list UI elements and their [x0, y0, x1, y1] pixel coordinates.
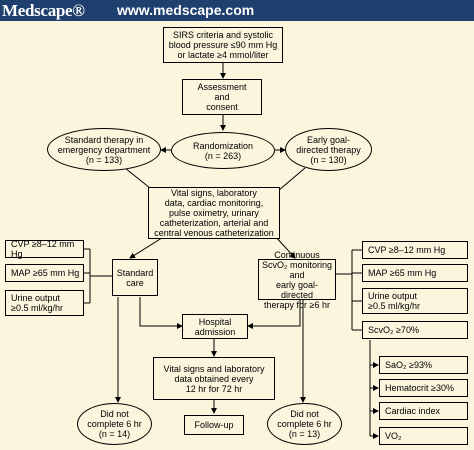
right-target-urine: Urine output ≥0.5 ml/kg/hr: [362, 288, 468, 314]
hospital-admission-box: Hospital admission: [182, 314, 248, 339]
randomization-node: Randomization (n = 263): [171, 132, 275, 169]
right-target-map: MAP ≥65 mm Hg: [362, 264, 468, 282]
continuous-scvo2-box: Continuous ScvO₂ monitoring and early go…: [258, 250, 336, 310]
factor-sao2: SaO₂ ≥93%: [379, 356, 468, 374]
left-target-cvp: CVP ≥8–12 mm Hg: [5, 239, 84, 259]
right-target-scvo2: ScvO₂ ≥70%: [362, 321, 468, 339]
left-target-urine: Urine output ≥0.5 ml/kg/hr: [5, 290, 84, 316]
factor-hematocrit: Hematocrit ≥30%: [379, 379, 468, 397]
medscape-logo: Medscape®: [2, 1, 85, 20]
standard-care-box: Standard care: [112, 259, 158, 296]
left-target-map: MAP ≥65 mm Hg: [5, 264, 84, 282]
early-goal-directed-node: Early goal- directed therapy (n = 130): [285, 128, 372, 171]
medscape-banner: Medscape® www.medscape.com: [0, 0, 474, 21]
site-url: www.medscape.com: [117, 2, 255, 18]
assessment-consent-box: Assessment and consent: [182, 79, 262, 115]
factor-cardiac-index: Cardiac index: [379, 402, 468, 420]
sirs-criteria-box: SIRS criteria and systolic blood pressur…: [163, 27, 283, 63]
vitals-72hr-box: Vital signs and laboratory data obtained…: [153, 357, 275, 400]
did-not-complete-right-node: Did not complete 6 hr (n = 13): [267, 403, 342, 445]
standard-therapy-node: Standard therapy in emergency department…: [47, 128, 161, 171]
did-not-complete-left-node: Did not complete 6 hr (n = 14): [77, 403, 152, 445]
vital-signs-box: Vital signs, laboratory data, cardiac mo…: [148, 187, 280, 239]
right-target-cvp: CVP ≥8–12 mm Hg: [362, 241, 468, 259]
factor-vo2: VO₂: [379, 427, 468, 445]
follow-up-box: Follow-up: [184, 415, 244, 435]
